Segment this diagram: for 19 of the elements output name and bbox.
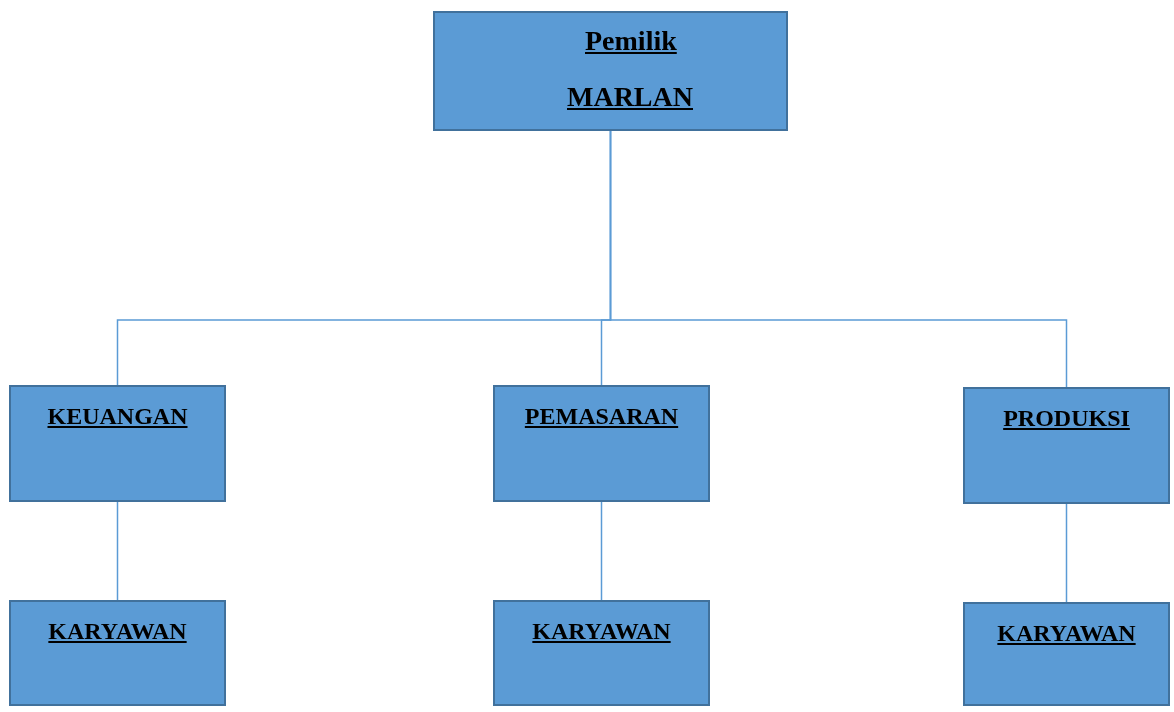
box-title: KARYAWAN — [48, 618, 187, 645]
owner-box — [433, 11, 788, 131]
connector-line — [116, 501, 119, 601]
box-title: KARYAWAN — [532, 618, 671, 645]
box-title: Pemilik — [585, 25, 677, 57]
department-box — [9, 600, 226, 706]
department-box — [963, 387, 1170, 504]
connector-line — [1065, 503, 1068, 603]
box-subtitle: MARLAN — [567, 81, 693, 113]
box-title: PRODUKSI — [1003, 405, 1130, 432]
box-title: PEMASARAN — [524, 403, 679, 430]
box-title: KARYAWAN — [997, 620, 1136, 647]
department-box — [493, 385, 710, 502]
department-box — [9, 385, 226, 502]
connector-line — [600, 501, 603, 601]
department-box — [963, 602, 1170, 706]
box-title: KEUANGAN — [47, 403, 188, 430]
connector-line — [609, 130, 1068, 388]
department-box — [493, 600, 710, 706]
